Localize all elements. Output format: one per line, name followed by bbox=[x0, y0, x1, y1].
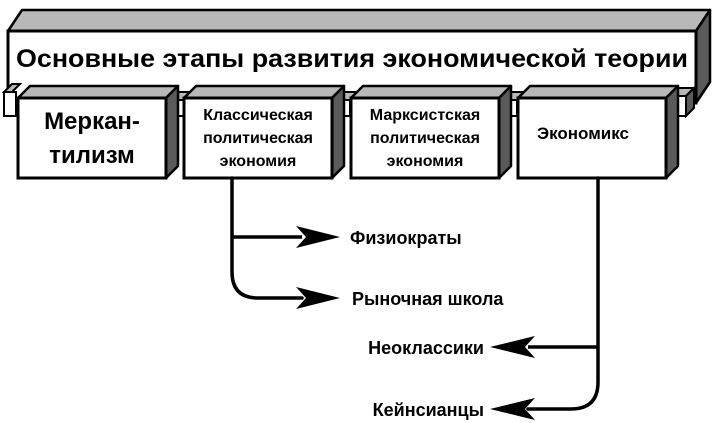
beam-right-side bbox=[685, 85, 695, 119]
physiocrats-arrowhead bbox=[296, 226, 340, 248]
stage-mercantilism-side-face bbox=[164, 84, 180, 180]
stage-marxist-label-line-2: политическая bbox=[370, 130, 480, 147]
branch-keynesians-label: Кейнсианцы bbox=[373, 400, 484, 420]
stage-economics-front-face bbox=[516, 96, 668, 180]
diagram-title: Основные этапы развития экономической те… bbox=[16, 45, 688, 73]
neoclassics-arrowhead bbox=[490, 336, 535, 358]
stage-classical-front-face bbox=[182, 96, 334, 180]
stage-marxist-top-face bbox=[349, 84, 513, 100]
branch-physiocrats-label: Физиократы bbox=[350, 228, 462, 248]
stage-economics-side-face bbox=[664, 84, 680, 180]
stage-mercantilism-front-face bbox=[16, 96, 168, 180]
stage-classical-label-line-3: экономия bbox=[220, 153, 297, 170]
stage-classical-label-line-1: Классическая bbox=[203, 107, 313, 124]
stage-economics-top-face bbox=[516, 84, 680, 100]
stage-classical-side-face bbox=[330, 84, 346, 180]
classical-branch-line bbox=[230, 176, 304, 300]
classical-branches: Физиократы Рыночная школа bbox=[230, 176, 504, 309]
stage-marxist: Марксистская политическая экономия bbox=[349, 84, 513, 180]
stage-mercantilism-label-line-2: тилизм bbox=[49, 142, 135, 169]
stage-classical: Классическая политическая экономия bbox=[182, 84, 346, 180]
stage-marxist-label-line-3: экономия bbox=[387, 153, 464, 170]
stage-classical-label-line-2: политическая bbox=[203, 130, 313, 147]
stage-classical-top-face bbox=[182, 84, 346, 100]
stage-economics: Экономикс bbox=[516, 84, 680, 180]
stage-mercantilism-label-line-1: Меркан- bbox=[44, 108, 140, 135]
keynesians-arrowhead bbox=[490, 398, 535, 420]
stage-mercantilism-top-face bbox=[16, 84, 180, 100]
stage-marxist-label-line-1: Марксистская bbox=[370, 107, 480, 124]
stage-mercantilism: Меркан- тилизм bbox=[16, 84, 180, 180]
beam-left-front bbox=[3, 91, 17, 117]
economics-branch-line bbox=[526, 176, 600, 411]
economics-branches: Неоклассики Кейнсианцы bbox=[368, 176, 600, 420]
branch-neoclassics-label: Неоклассики bbox=[368, 338, 484, 358]
stage-economics-label: Экономикс bbox=[537, 124, 629, 143]
market-school-arrowhead bbox=[296, 287, 340, 309]
title-bar-top-face bbox=[6, 8, 712, 33]
stage-marxist-front-face bbox=[349, 96, 501, 180]
stage-marxist-side-face bbox=[497, 84, 513, 180]
branch-market-school-label: Рыночная школа bbox=[352, 289, 504, 309]
